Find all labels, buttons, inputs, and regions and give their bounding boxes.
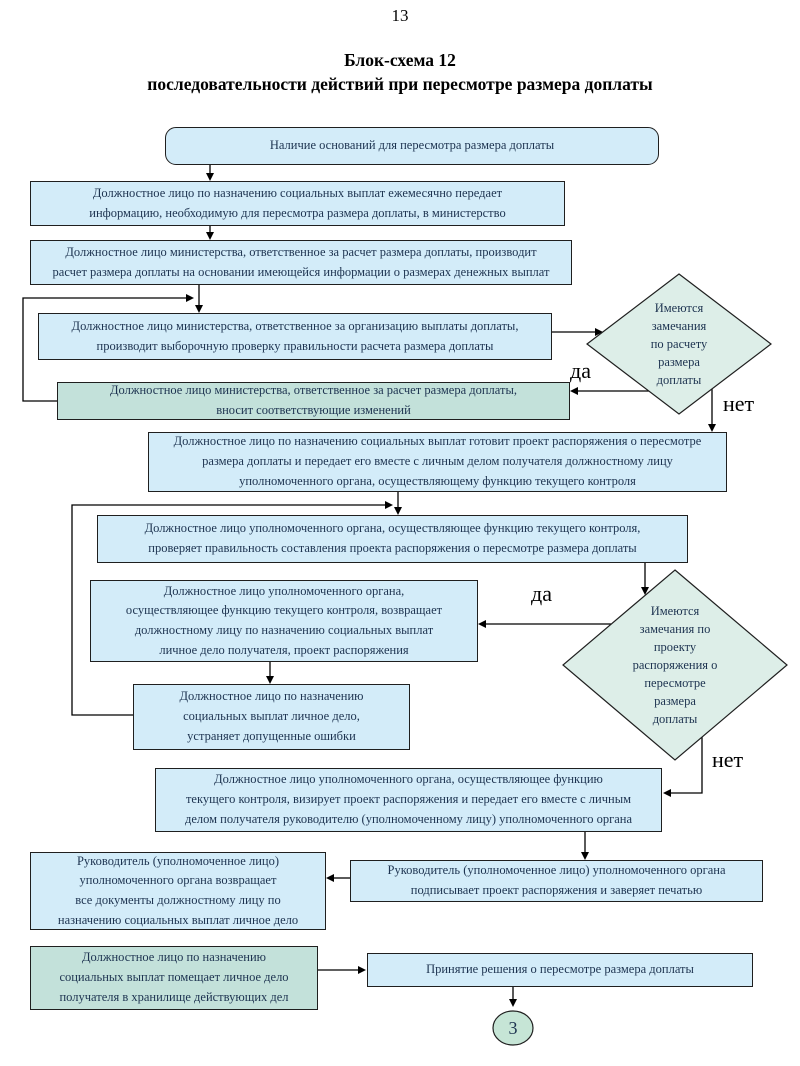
process-control-check-draft: Должностное лицо уполномоченного органа,… — [97, 515, 688, 563]
chart-title-line2: последовательности действий при пересмот… — [147, 74, 653, 94]
arrowhead-down-icon — [394, 507, 402, 515]
process-control-returns-file: Должностное лицо уполномоченного органа,… — [90, 580, 478, 662]
process-ministry-amends: Должностное лицо министерства, ответстве… — [57, 382, 570, 420]
label-no-1: нет — [723, 391, 755, 416]
decision-calc-remarks-shape — [586, 273, 772, 415]
process-head-returns-docs: Руководитель (уполномоченное лицо) уполн… — [30, 852, 326, 930]
loop-amends-to-check — [22, 297, 186, 402]
arrowhead-left-icon — [326, 874, 334, 882]
process-monthly-info-transfer: Должностное лицо по назначению социальны… — [30, 181, 565, 226]
process-file-storage: Должностное лицо по назначению социальны… — [30, 946, 318, 1010]
process-control-endorses: Должностное лицо уполномоченного органа,… — [155, 768, 662, 832]
process-ministry-spot-check: Должностное лицо министерства, ответстве… — [38, 313, 552, 360]
arrowhead-right-icon — [358, 966, 366, 974]
arrowhead-left-icon — [478, 620, 486, 628]
decision-draft-remarks-shape — [562, 569, 788, 761]
arrowhead-down-icon — [641, 587, 649, 595]
process-decision-made: Принятие решения о пересмотре размера до… — [367, 953, 753, 987]
arrowhead-left-icon — [570, 387, 578, 395]
arrowhead-down-icon — [708, 424, 716, 432]
loop-fix-to-control — [71, 504, 385, 716]
arrowhead-down-icon — [195, 305, 203, 313]
label-yes-2: да — [531, 581, 552, 606]
arrowhead-down-icon — [206, 173, 214, 181]
arrowhead-right-icon — [385, 501, 393, 509]
page-number: 13 — [391, 6, 409, 25]
arrowhead-down-icon — [509, 999, 517, 1007]
arrowhead-down-icon — [266, 676, 274, 684]
arrowhead-right-icon — [186, 294, 194, 302]
process-fix-errors: Должностное лицо по назначению социальны… — [133, 684, 410, 750]
arrowhead-down-icon — [581, 852, 589, 860]
terminator-grounds: Наличие оснований для пересмотра размера… — [165, 127, 659, 165]
chart-title-line1: Блок-схема 12 — [344, 50, 456, 70]
offpage-connector-label: 3 — [508, 1017, 518, 1038]
arrowhead-down-icon — [206, 232, 214, 240]
arrow-decision2-no — [671, 737, 703, 794]
label-no-2: нет — [712, 747, 744, 772]
process-ministry-calculates: Должностное лицо министерства, ответстве… — [30, 240, 572, 285]
process-prepare-draft-order: Должностное лицо по назначению социальны… — [148, 432, 727, 492]
arrowhead-left-icon — [663, 789, 671, 797]
arrowhead-right-icon — [595, 328, 603, 336]
process-head-signs: Руководитель (уполномоченное лицо) уполн… — [350, 860, 763, 902]
label-yes-1: да — [570, 358, 591, 383]
offpage-connector-shape — [492, 1010, 534, 1046]
